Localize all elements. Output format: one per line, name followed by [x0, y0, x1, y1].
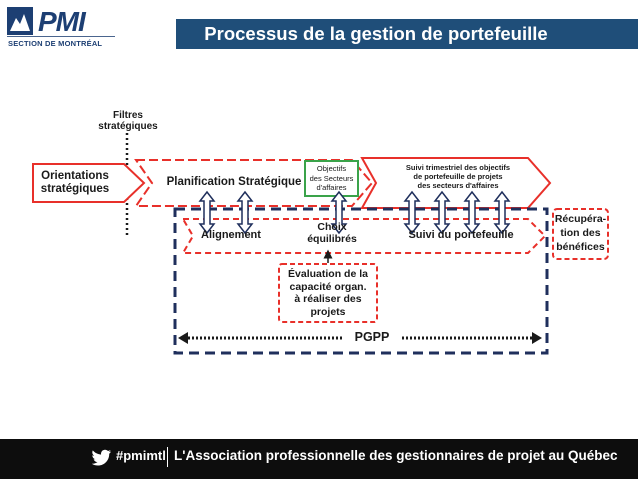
twitter-icon[interactable] [92, 449, 112, 467]
benefits-label-line2: tion des [560, 227, 601, 239]
planning-label: Planification Stratégique [166, 176, 302, 188]
orientations-chevron [32, 163, 146, 203]
quarterly-label-line2: de portefeuille de projets [413, 172, 503, 181]
filters-label: Filtres stratégiques [90, 110, 166, 132]
title-bar [176, 19, 638, 49]
objectives-label-line1: Objectifs [316, 164, 347, 173]
capacity-label-line4: projets [310, 305, 346, 318]
pmi-montreal-logo: PMI SECTION DE MONTRÉAL [6, 4, 118, 50]
capacity-label-line3: à réaliser des [294, 293, 362, 305]
footer-handle[interactable]: #pmimtl [116, 448, 166, 463]
objectives-box [304, 160, 359, 197]
footer-divider [167, 447, 168, 467]
capacity-label-line1: Évaluation de la [288, 268, 368, 280]
capacity-label-line2: capacité organ. [289, 280, 367, 293]
benefits-label-line3: bénéfices [556, 241, 605, 253]
double-arrows [198, 190, 511, 235]
objectives-label-line3: d'affaires [316, 183, 347, 192]
balanced-label-line1: Choix [317, 221, 347, 233]
filters-label-line2: stratégiques [98, 121, 158, 132]
balanced-label-line2: équilibrés [307, 233, 357, 245]
orientations-label: Orientations stratégiques [34, 170, 116, 196]
pgpp-label: PGPP [354, 330, 390, 344]
quarterly-label-line1: Suivi trimestriel des objectifs [405, 163, 511, 172]
logo-pmi-text: PMI [38, 6, 86, 37]
balanced-label: Choix équilibrés [302, 221, 362, 245]
pgpp-arrowhead-left [178, 332, 188, 344]
benefits-label: Récupéra- tion des bénéfices [553, 212, 608, 254]
double-arrow-6 [463, 190, 481, 235]
benefits-label-line1: Récupéra- [554, 213, 607, 225]
objectives-label-line2: des Secteurs [309, 173, 354, 183]
double-arrow-7 [493, 190, 511, 235]
benefits-box [552, 208, 609, 260]
capacity-label: Évaluation de la capacité organ. à réali… [279, 268, 377, 318]
orientations-label-line1: Orientations [41, 170, 109, 182]
double-arrow-5 [433, 190, 451, 235]
double-arrow-3 [330, 190, 348, 235]
objectives-label: Objectifs des Secteurs d'affaires [305, 164, 358, 193]
pgpp-arrowhead-right [532, 332, 542, 344]
quarterly-label: Suivi trimestriel des objectifs de porte… [388, 163, 528, 190]
process-bar [181, 218, 547, 254]
filters-label-line1: Filtres [112, 110, 143, 121]
double-arrow-4 [403, 190, 421, 235]
pgpp-container [173, 207, 549, 355]
quarterly-label-line3: des secteurs d'affaires [417, 181, 499, 190]
page-title: Processus de la gestion de portefeuille [204, 23, 548, 44]
alignment-label: Alignement [201, 229, 261, 241]
portfolio-tracking-label: Suivi du portefeuille [408, 229, 514, 241]
logo-chapter-text: SECTION DE MONTRÉAL [8, 39, 103, 48]
orientations-label-line2: stratégiques [40, 183, 110, 195]
capacity-box [278, 263, 378, 323]
double-arrow-1 [198, 190, 216, 235]
footer-association: L'Association professionnelle des gestio… [174, 448, 618, 463]
double-arrow-2 [236, 190, 254, 235]
